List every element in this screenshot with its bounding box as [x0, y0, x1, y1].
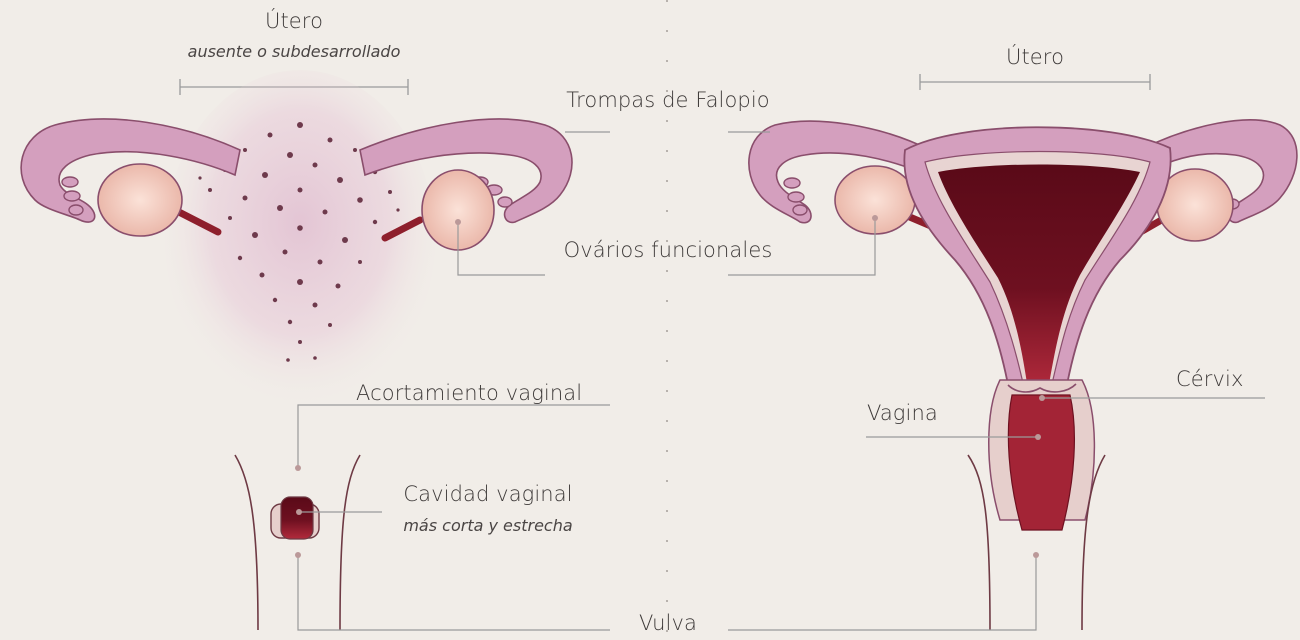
ovaries-label: Ovários funcionales	[564, 238, 773, 262]
right-vaginal-canal	[1008, 395, 1074, 530]
left-uterus-label: Útero	[265, 9, 323, 33]
left-panel	[21, 70, 572, 630]
left-vaginal-cavity	[281, 497, 313, 539]
left-ovary-l	[98, 164, 182, 236]
right-uterus-label: Útero	[1006, 45, 1064, 69]
right-uterus-bracket	[920, 74, 1150, 90]
vaginal-shortening-label: Acortamiento vaginal	[356, 381, 582, 405]
right-panel	[749, 74, 1297, 630]
fallopian-tubes-label: Trompas de Falopio	[566, 88, 769, 112]
vaginal-cavity-label: Cavidad vaginal	[403, 482, 572, 506]
vulva-label: Vulva	[639, 611, 697, 635]
vaginal-cavity-note: más corta y estrecha	[403, 516, 572, 535]
absent-uterus-haze	[165, 70, 435, 410]
cervix-label: Cérvix	[1176, 367, 1244, 391]
left-vulva-outline	[235, 455, 258, 630]
right-vulva-outline-l	[968, 455, 990, 630]
vagina-label: Vagina	[867, 401, 938, 425]
left-uterus-note: ausente o subdesarrollado	[188, 42, 401, 61]
left-vulva-outline-r	[340, 455, 360, 630]
